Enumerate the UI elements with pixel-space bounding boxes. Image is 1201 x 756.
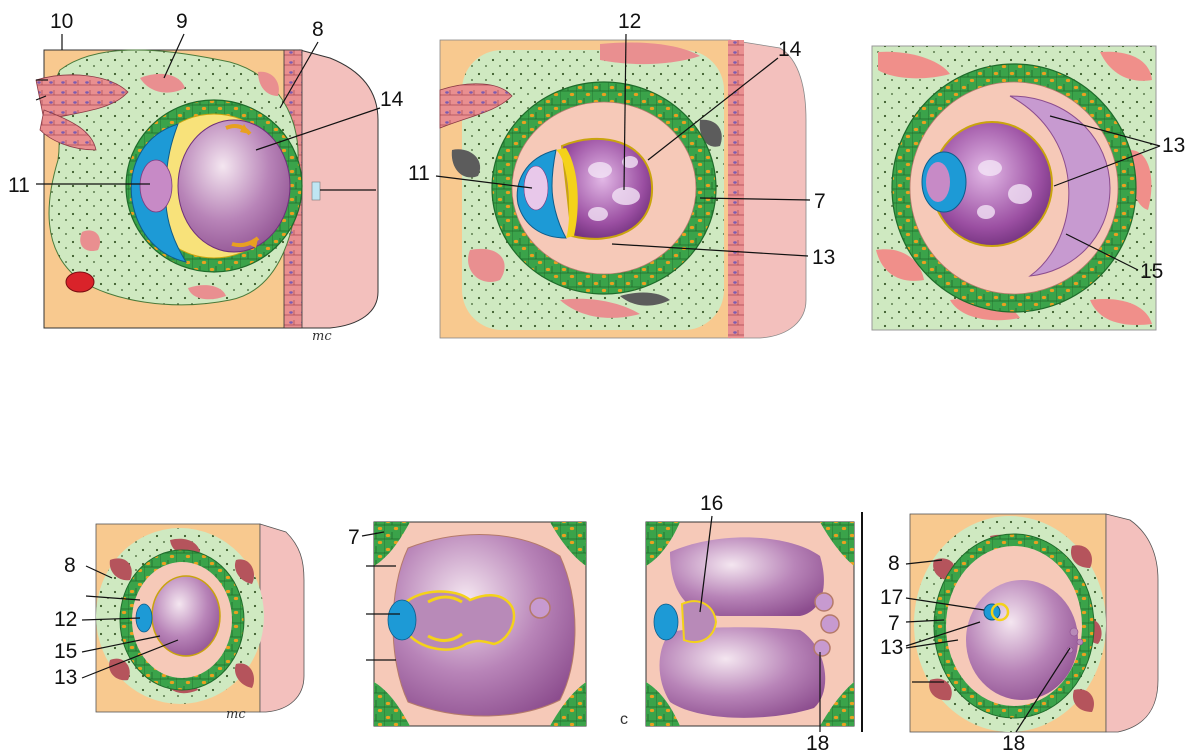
amniotic-cavity (140, 160, 172, 212)
illustrator-signature: mc (226, 707, 246, 722)
label-18: 18 (1002, 732, 1025, 755)
label-8: 8 (888, 552, 900, 575)
panel-4-implantation-block: 8 12 15 13 mc (54, 524, 304, 722)
panel-6-chorionic-cavity: 16 18 c (620, 492, 862, 755)
label-13: 13 (880, 636, 903, 659)
uterine-epithelium (728, 40, 744, 338)
label-14: 14 (778, 38, 802, 61)
exocoelomic-cyst (821, 615, 839, 633)
label-16: 16 (700, 492, 723, 515)
exocoelomic-cyst (530, 598, 550, 618)
panel-1-implantation-block: 10 9 8 14 11 mc (8, 10, 404, 344)
yolk-sac-cavity (178, 120, 290, 252)
uterine-wall-side (1106, 514, 1158, 732)
panel-7-implantation-block: 8 17 7 13 18 (880, 514, 1158, 755)
label-7: 7 (888, 612, 900, 635)
label-8: 8 (312, 18, 324, 41)
label-12: 12 (54, 608, 77, 631)
label-13: 13 (812, 246, 835, 269)
illustrator-signature: mc (312, 329, 332, 344)
closing-plug (312, 182, 320, 200)
label-13: 13 (1162, 134, 1185, 157)
label-9: 9 (176, 10, 188, 33)
yolk-sac (152, 576, 220, 656)
label-14: 14 (380, 88, 404, 111)
label-7: 7 (814, 190, 826, 213)
label-10: 10 (50, 10, 73, 33)
panel-3-blastocyst: 13 15 (872, 46, 1185, 330)
label-12: 12 (618, 10, 641, 33)
label-8: 8 (64, 554, 76, 577)
chorionic-cavity (966, 580, 1078, 700)
blood-vessel (66, 272, 94, 292)
label-13: 13 (54, 666, 77, 689)
label-7: 7 (348, 526, 360, 549)
panel-2-implantation-block: 12 14 11 7 13 (408, 10, 835, 338)
panel-5-chorionic-cavity: 7 (348, 522, 586, 726)
label-17: 17 (880, 586, 903, 609)
label-11: 11 (408, 162, 430, 185)
uterine-wall-side (260, 524, 304, 712)
label-15: 15 (54, 640, 77, 663)
corner-letter: c (620, 711, 628, 728)
exocoelomic-cyst (814, 640, 830, 656)
label-15: 15 (1140, 260, 1163, 283)
bilaminar-disc (654, 604, 678, 640)
label-18: 18 (806, 732, 829, 755)
exocoelomic-cyst (815, 593, 833, 611)
label-11: 11 (8, 174, 30, 197)
bilaminar-disc (388, 600, 416, 640)
